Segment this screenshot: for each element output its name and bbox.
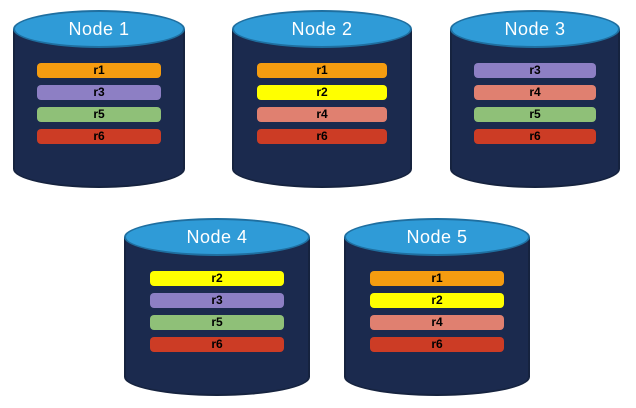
cylinder-top-ellipse xyxy=(13,10,185,48)
replica-bar[interactable]: r6 xyxy=(150,337,284,352)
replica-bar[interactable]: r5 xyxy=(37,107,161,122)
replica-bar[interactable]: r2 xyxy=(150,271,284,286)
node-3[interactable]: Node 3 r3 r4 r5 r6 xyxy=(450,10,620,188)
replica-bar[interactable]: r6 xyxy=(473,129,597,144)
replica-bar[interactable]: r3 xyxy=(150,293,284,308)
replica-stack: r3 r4 r5 r6 xyxy=(473,63,597,144)
node-5[interactable]: Node 5 r1 r2 r4 r6 xyxy=(344,218,530,396)
node-title: Node 2 xyxy=(291,19,353,39)
cylinder-top-ellipse xyxy=(124,218,310,256)
replica-stack: r1 r2 r4 r6 xyxy=(257,63,387,144)
node-title: Node 3 xyxy=(504,19,566,39)
replica-stack: r1 r2 r4 r6 xyxy=(370,271,504,352)
node-2[interactable]: Node 2 r1 r2 r4 r6 xyxy=(232,10,412,188)
replica-bar[interactable]: r6 xyxy=(37,129,161,144)
replica-bar[interactable]: r4 xyxy=(257,107,387,122)
replica-bar[interactable]: r1 xyxy=(370,271,504,286)
replica-bar[interactable]: r2 xyxy=(257,85,387,100)
replica-bar[interactable]: r4 xyxy=(370,315,504,330)
cylinder-top-ellipse xyxy=(450,10,620,48)
replica-bar[interactable]: r1 xyxy=(37,63,161,78)
replica-bar[interactable]: r2 xyxy=(370,293,504,308)
replica-bar[interactable]: r5 xyxy=(473,107,597,122)
node-title: Node 4 xyxy=(186,227,248,247)
node-4[interactable]: Node 4 r2 r3 r5 r6 xyxy=(124,218,310,396)
node-title: Node 5 xyxy=(406,227,468,247)
node-1[interactable]: Node 1 r1 r3 r5 r6 xyxy=(13,10,185,188)
replica-bar[interactable]: r3 xyxy=(473,63,597,78)
node-title: Node 1 xyxy=(68,19,130,39)
replica-bar[interactable]: r1 xyxy=(257,63,387,78)
cylinder-top-ellipse xyxy=(344,218,530,256)
replica-bar[interactable]: r6 xyxy=(257,129,387,144)
replica-stack: r1 r3 r5 r6 xyxy=(37,63,161,144)
replica-bar[interactable]: r5 xyxy=(150,315,284,330)
replica-bar[interactable]: r6 xyxy=(370,337,504,352)
replica-bar[interactable]: r4 xyxy=(473,85,597,100)
replica-bar[interactable]: r3 xyxy=(37,85,161,100)
replica-stack: r2 r3 r5 r6 xyxy=(150,271,284,352)
cylinder-top-ellipse xyxy=(232,10,412,48)
